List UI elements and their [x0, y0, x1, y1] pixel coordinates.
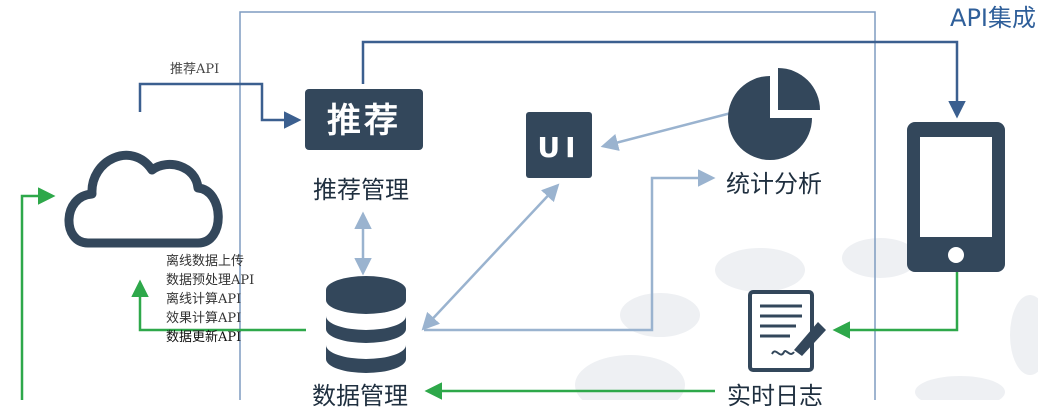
- mobile-device-icon: [907, 122, 1005, 272]
- arrow-data-ui-bidirectional: [421, 183, 560, 331]
- ui-tile: [526, 112, 592, 178]
- cloud-api-item: 效果计算API: [166, 311, 242, 326]
- cloud-api-item: 离线数据上传: [166, 254, 245, 269]
- arrow-stats-to-ui: [600, 110, 736, 151]
- recommend-management-label: 推荐管理: [313, 176, 409, 204]
- arrow-cloud-to-recommend: [138, 82, 302, 129]
- statistics-analysis-label: 统计分析: [726, 170, 822, 198]
- cloud-icon: [64, 150, 223, 248]
- background-decoration: [575, 238, 1038, 400]
- ui-tile-text: UI: [537, 131, 580, 164]
- api-integration-title: API集成: [950, 4, 1036, 32]
- pie-chart-icon: [728, 68, 820, 160]
- cloud-api-item: 数据预处理API: [166, 273, 255, 288]
- cloud-api-item: 数据更新API: [166, 330, 242, 345]
- cloud-api-item: 离线计算API: [166, 292, 242, 307]
- recommend-tile: [305, 89, 423, 150]
- diagram-canvas: 推荐 UI: [20, 11, 1038, 400]
- arrow-data-to-stats: [424, 169, 716, 332]
- log-document-icon: [748, 290, 826, 372]
- cloud-api-list: 离线数据上传 数据预处理API 离线计算API 效果计算API 数据更新API: [166, 252, 254, 347]
- arrow-mobile-to-log: [832, 272, 959, 339]
- realtime-log-label: 实时日志: [727, 382, 823, 410]
- arrow-data-to-cloud: [131, 279, 306, 332]
- arrow-external-to-cloud: [20, 187, 56, 400]
- database-icon: [326, 276, 406, 373]
- arrow-recommend-to-mobile: [361, 40, 966, 119]
- system-boundary-frame: [239, 11, 876, 400]
- data-management-label: 数据管理: [312, 382, 408, 410]
- recommend-api-label: 推荐API: [170, 62, 220, 77]
- recommend-tile-text: 推荐: [327, 101, 401, 141]
